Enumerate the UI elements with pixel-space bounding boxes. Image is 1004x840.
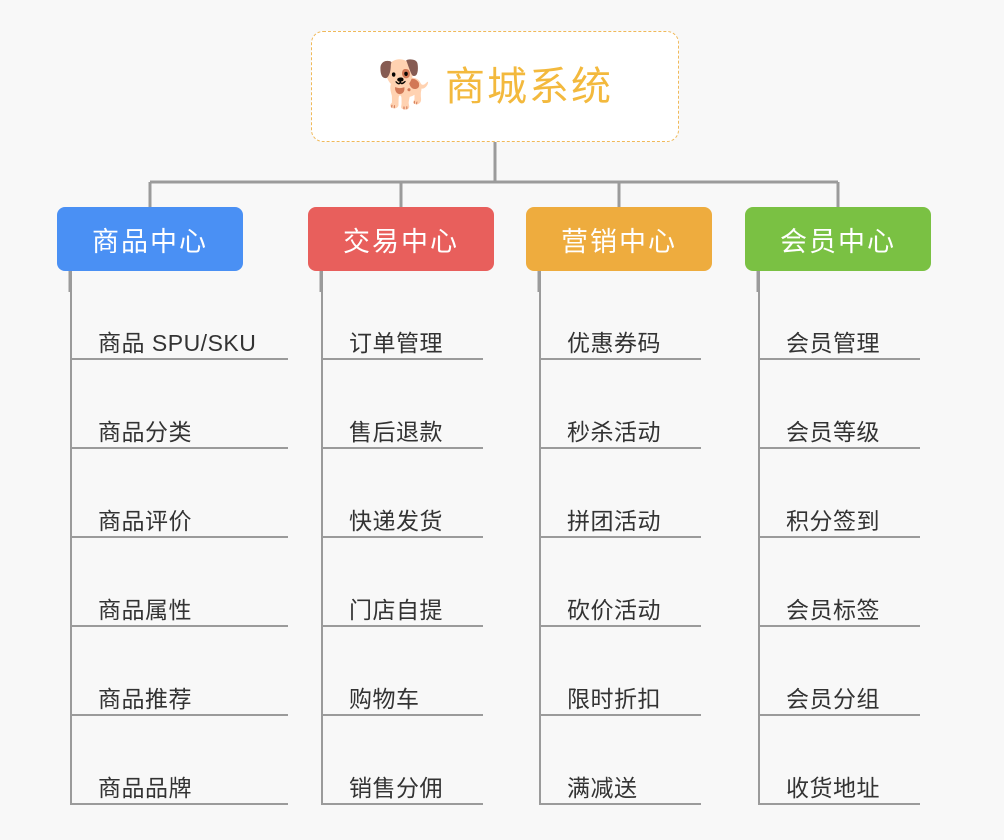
- leaf-item[interactable]: 门店自提: [323, 538, 483, 627]
- leaf-item[interactable]: 会员标签: [760, 538, 920, 627]
- leaf-item-label: 秒杀活动: [567, 418, 661, 445]
- leaf-item-label: 购物车: [349, 685, 420, 712]
- leaf-item[interactable]: 砍价活动: [541, 538, 701, 627]
- leaf-item-label: 商品分类: [98, 418, 192, 445]
- leaf-item-label: 满减送: [567, 774, 638, 801]
- leaf-item[interactable]: 快递发货: [323, 449, 483, 538]
- leaf-item-label: 积分签到: [786, 507, 880, 534]
- branch-header-member-center[interactable]: 会员中心: [745, 207, 931, 271]
- leaf-item-label: 订单管理: [349, 329, 443, 356]
- leaf-list-1: 商品 SPU/SKU 商品分类 商品评价 商品属性 商品推荐 商品品牌: [70, 271, 288, 805]
- branch-header-label: 营销中心: [561, 226, 677, 257]
- leaf-item[interactable]: 秒杀活动: [541, 360, 701, 449]
- leaf-item[interactable]: 会员分组: [760, 627, 920, 716]
- leaf-list-3: 优惠券码 秒杀活动 拼团活动 砍价活动 限时折扣 满减送: [539, 271, 701, 805]
- branch-header-trade-center[interactable]: 交易中心: [308, 207, 494, 271]
- leaf-item-label: 会员管理: [786, 329, 880, 356]
- leaf-item[interactable]: 商品评价: [72, 449, 288, 538]
- leaf-item-label: 砍价活动: [567, 596, 661, 623]
- leaf-item-label: 销售分佣: [349, 774, 443, 801]
- leaf-item-label: 拼团活动: [567, 507, 661, 534]
- leaf-item-label: 限时折扣: [567, 685, 661, 712]
- leaf-item[interactable]: 商品分类: [72, 360, 288, 449]
- leaf-item-label: 门店自提: [349, 596, 443, 623]
- branch-header-marketing-center[interactable]: 营销中心: [526, 207, 712, 271]
- leaf-item[interactable]: 购物车: [323, 627, 483, 716]
- branch-header-label: 商品中心: [92, 226, 208, 257]
- branch-column-4: 会员中心 会员管理 会员等级 积分签到 会员标签 会员分组 收货地址: [745, 207, 931, 805]
- leaf-item[interactable]: 售后退款: [323, 360, 483, 449]
- leaf-item-label: 会员标签: [786, 596, 880, 623]
- branch-column-2: 交易中心 订单管理 售后退款 快递发货 门店自提 购物车 销售分佣: [308, 207, 494, 805]
- leaf-item[interactable]: 商品推荐: [72, 627, 288, 716]
- leaf-item-label: 收货地址: [786, 774, 880, 801]
- branch-column-3: 营销中心 优惠券码 秒杀活动 拼团活动 砍价活动 限时折扣 满减送: [526, 207, 712, 805]
- leaf-item-label: 商品属性: [98, 596, 192, 623]
- leaf-item[interactable]: 会员等级: [760, 360, 920, 449]
- leaf-item-label: 优惠券码: [567, 329, 661, 356]
- leaf-item[interactable]: 商品属性: [72, 538, 288, 627]
- leaf-item[interactable]: 积分签到: [760, 449, 920, 538]
- leaf-item-label: 商品推荐: [98, 685, 192, 712]
- leaf-item[interactable]: 限时折扣: [541, 627, 701, 716]
- root-title: 商城系统: [445, 64, 613, 109]
- leaf-item[interactable]: 收货地址: [760, 716, 920, 805]
- leaf-item-label: 商品品牌: [98, 774, 192, 801]
- shiba-dog-face-icon: 🐕: [377, 57, 435, 110]
- leaf-list-2: 订单管理 售后退款 快递发货 门店自提 购物车 销售分佣: [321, 271, 483, 805]
- leaf-item[interactable]: 满减送: [541, 716, 701, 805]
- branch-column-1: 商品中心 商品 SPU/SKU 商品分类 商品评价 商品属性 商品推荐 商品品牌: [57, 207, 288, 805]
- leaf-item[interactable]: 销售分佣: [323, 716, 483, 805]
- leaf-item[interactable]: 商品 SPU/SKU: [72, 271, 288, 360]
- leaf-item[interactable]: 订单管理: [323, 271, 483, 360]
- leaf-item-label: 商品 SPU/SKU: [98, 329, 257, 356]
- branch-header-product-center[interactable]: 商品中心: [57, 207, 243, 271]
- leaf-item[interactable]: 会员管理: [760, 271, 920, 360]
- leaf-list-4: 会员管理 会员等级 积分签到 会员标签 会员分组 收货地址: [758, 271, 920, 805]
- branch-header-label: 会员中心: [780, 226, 896, 257]
- leaf-item-label: 售后退款: [349, 418, 443, 445]
- leaf-item-label: 商品评价: [98, 507, 192, 534]
- leaf-item-label: 快递发货: [349, 507, 443, 534]
- leaf-item-label: 会员分组: [786, 685, 880, 712]
- leaf-item-label: 会员等级: [786, 418, 880, 445]
- leaf-item[interactable]: 拼团活动: [541, 449, 701, 538]
- branch-header-label: 交易中心: [343, 226, 459, 257]
- root-node[interactable]: 🐕 商城系统: [311, 31, 679, 142]
- leaf-item[interactable]: 商品品牌: [72, 716, 288, 805]
- leaf-item[interactable]: 优惠券码: [541, 271, 701, 360]
